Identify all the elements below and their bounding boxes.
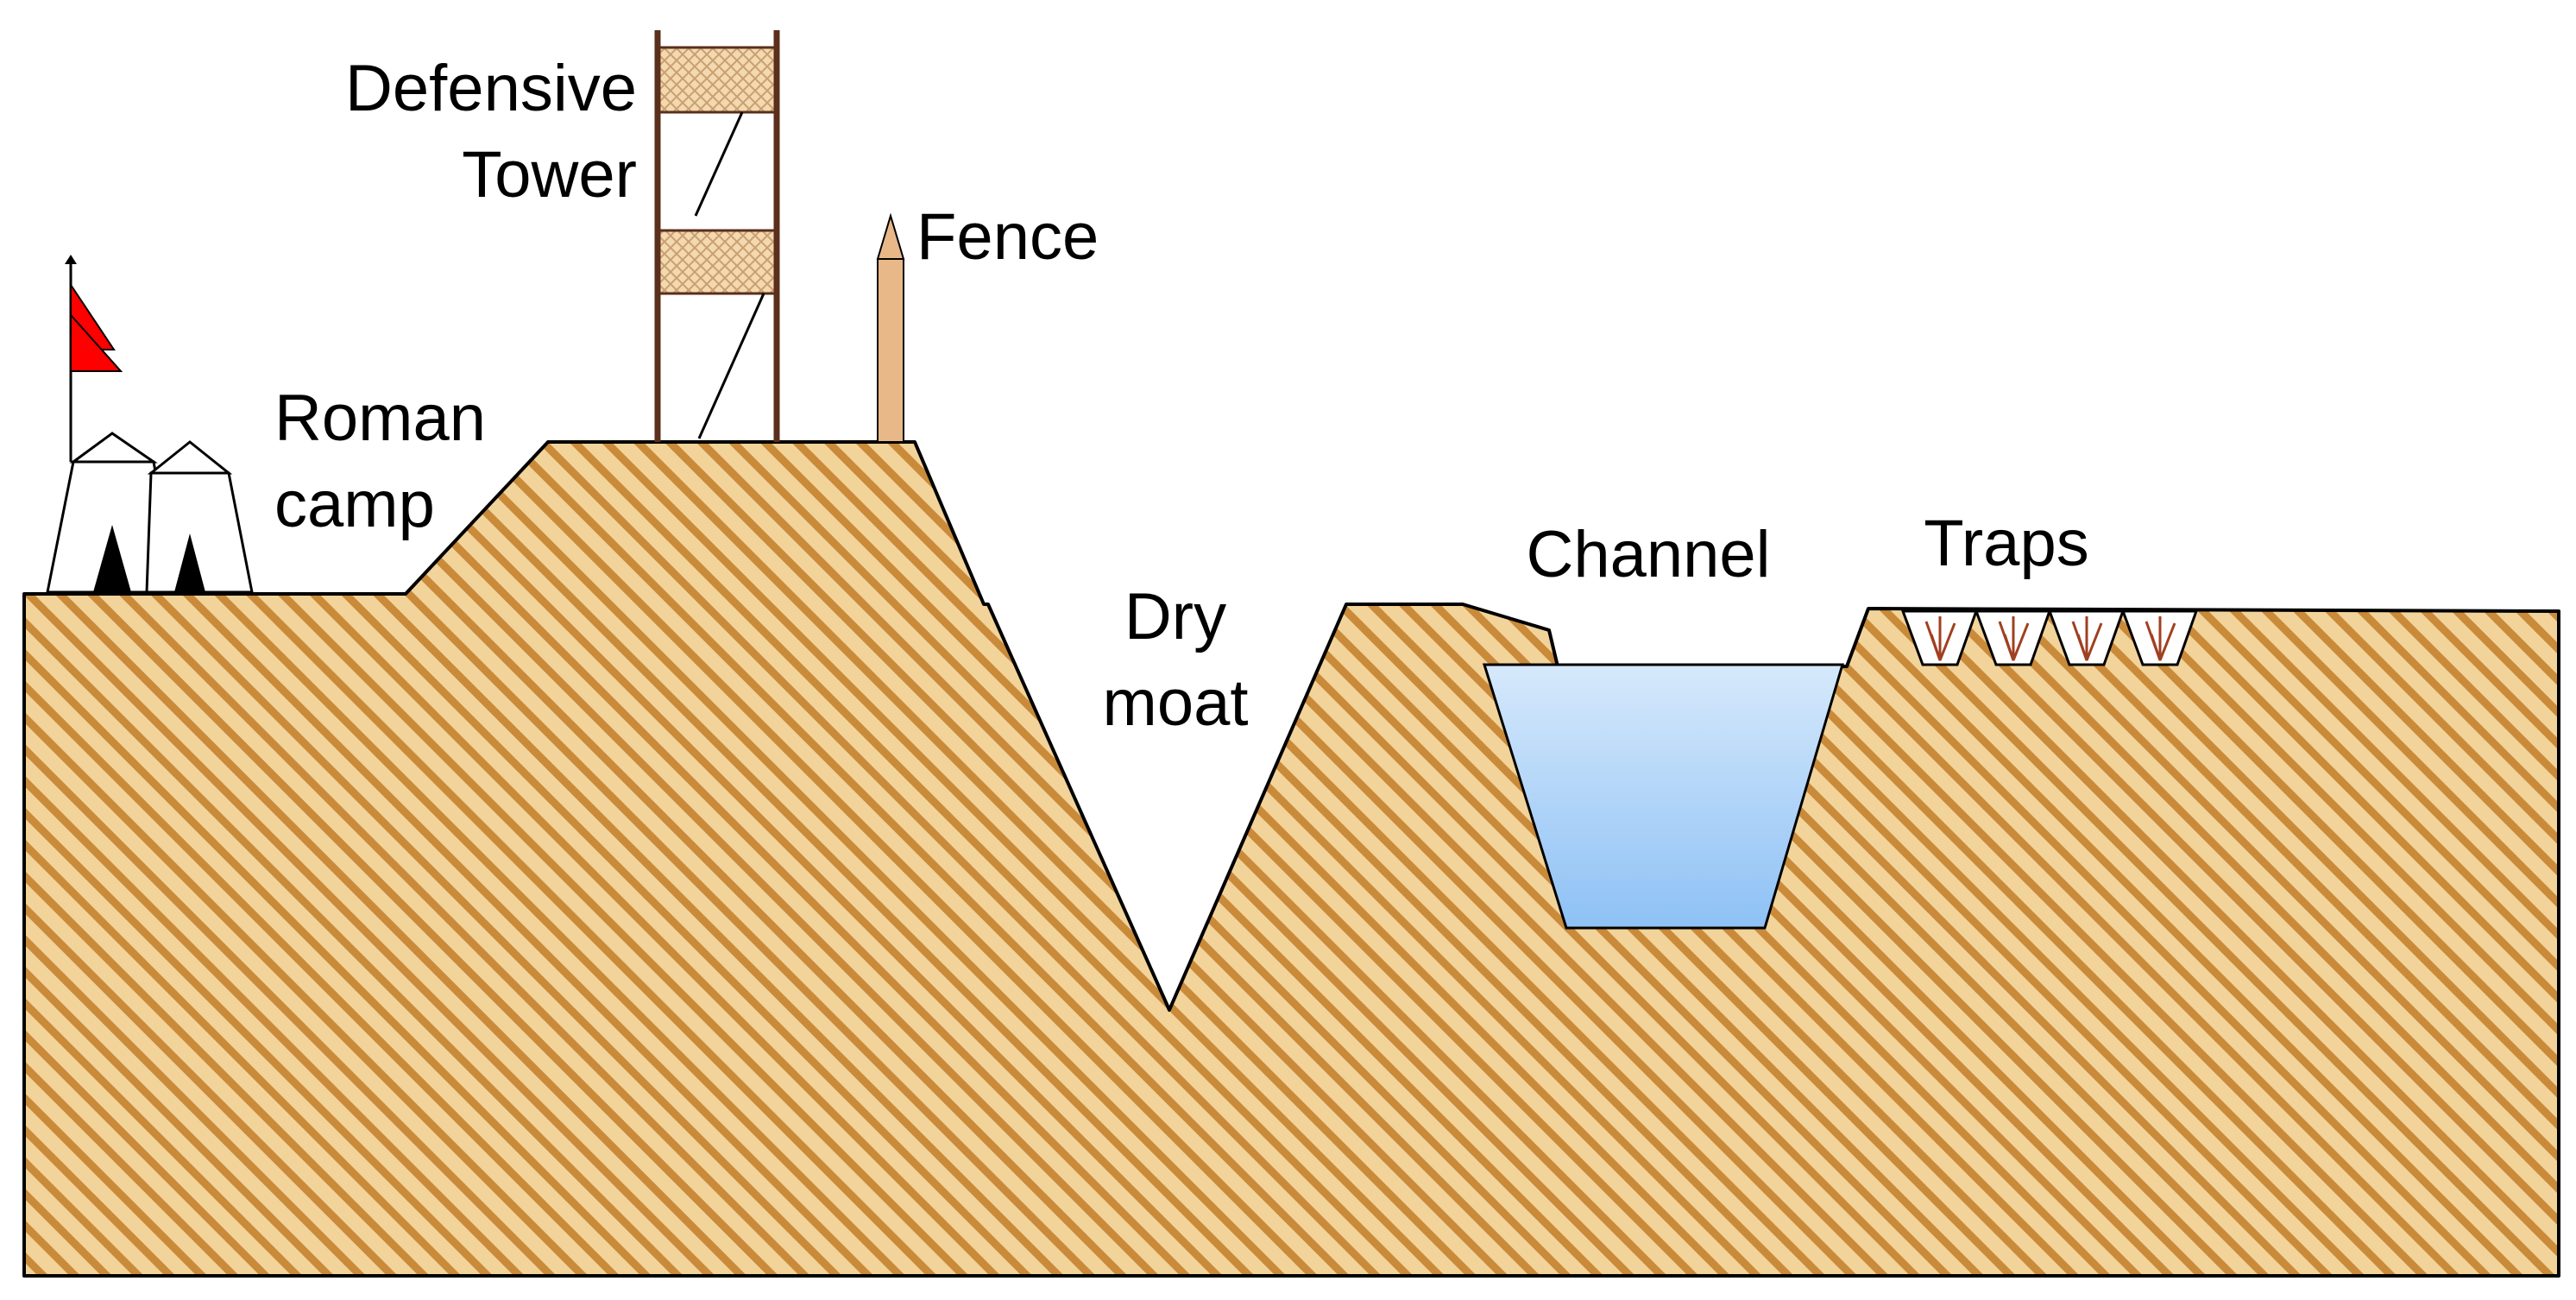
spike-trap-icon: [1900, 609, 1979, 666]
red-flag-icon: [65, 255, 123, 462]
traps-group: [1900, 609, 2199, 666]
label-defensive-tower: Defensive: [345, 52, 637, 125]
label-fence: Fence: [916, 200, 1099, 274]
channel-water: [1482, 663, 1845, 930]
spike-trap-icon: [2047, 609, 2126, 666]
stake-icon: [876, 212, 905, 443]
label-traps: Traps: [1924, 507, 2088, 580]
label-roman-camp: camp: [274, 468, 435, 541]
label-dry-moat: Dry: [1124, 580, 1226, 653]
spike-trap-icon: [2120, 609, 2199, 666]
watchtower-icon: [654, 30, 780, 442]
label-roman-camp: Roman: [274, 382, 486, 455]
roman-camp-illustration: [46, 255, 254, 594]
tent-icon: [46, 432, 179, 594]
tent-icon: [145, 440, 254, 594]
label-channel: Channel: [1526, 518, 1770, 591]
earth-ground: [22, 440, 2560, 1278]
spike-trap-icon: [1974, 609, 2052, 666]
label-dry-moat: moat: [1103, 666, 1249, 740]
label-defensive-tower: Tower: [462, 138, 637, 211]
